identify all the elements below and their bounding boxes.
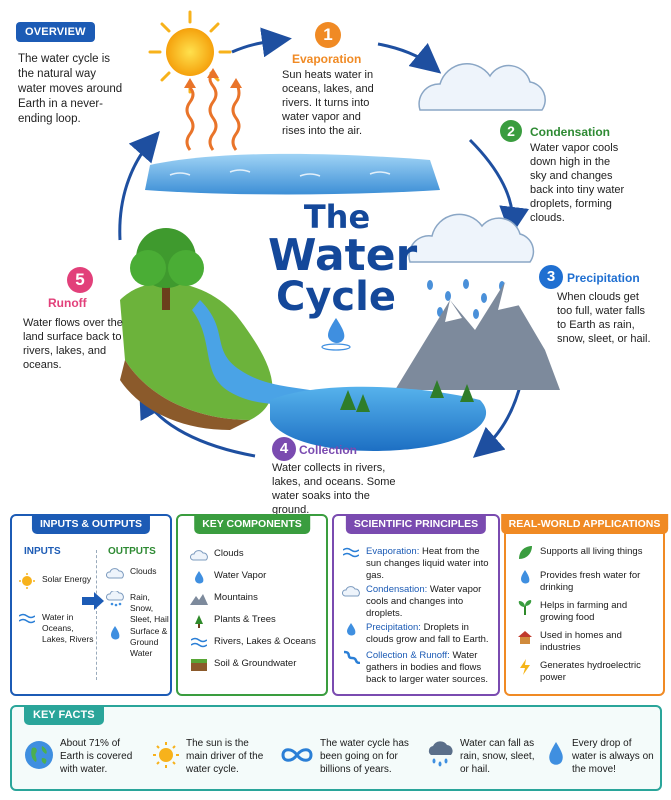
river-icon bbox=[342, 650, 360, 664]
real-world-header: REAL-WORLD APPLICATIONS bbox=[500, 514, 669, 534]
component-item: Rivers, Lakes & Oceans bbox=[190, 636, 316, 650]
key-facts-panel: KEY FACTS About 71% of Earth is covered … bbox=[10, 705, 662, 791]
outputs-label: OUTPUTS bbox=[108, 546, 156, 557]
ocean-surface bbox=[145, 153, 440, 195]
step-2-number: 2 bbox=[500, 120, 522, 142]
rain-cloud-icon bbox=[426, 740, 454, 773]
cycle-arrow-2 bbox=[377, 42, 442, 74]
water-drop-icon bbox=[516, 570, 534, 584]
real-world-panel: REAL-WORLD APPLICATIONS Supports all liv… bbox=[500, 514, 669, 696]
mountain-icon bbox=[190, 592, 208, 606]
leaf-icon bbox=[516, 546, 534, 560]
house-icon bbox=[516, 630, 534, 644]
water-drop-icon bbox=[190, 570, 208, 584]
step-5-number: 5 bbox=[67, 267, 93, 293]
step-1-text: Sun heats water in oceans, lakes, and ri… bbox=[282, 69, 374, 137]
title-line3: Cycle bbox=[276, 274, 396, 320]
cycle-arrow-6 bbox=[118, 130, 160, 241]
rain-cloud-icon bbox=[106, 591, 124, 607]
title-water-drop-icon bbox=[328, 318, 345, 343]
step-1-number: 1 bbox=[315, 22, 341, 48]
input-item-2: Water in Oceans, Lakes, Rivers bbox=[18, 612, 94, 645]
fact-item: Every drop of water is always on the mov… bbox=[546, 737, 658, 776]
infinity-icon bbox=[280, 745, 314, 769]
vapor-arrows bbox=[185, 72, 241, 151]
tree-icon bbox=[190, 614, 208, 628]
step-1-title: Evaporation bbox=[292, 52, 362, 66]
water-drop-icon bbox=[342, 622, 360, 636]
application-item: Provides fresh water for drinking bbox=[516, 570, 660, 594]
application-item: Used in homes and industries bbox=[516, 630, 660, 654]
cycle-arrow-1 bbox=[231, 27, 292, 58]
mountain-icon bbox=[395, 282, 560, 390]
sun-icon bbox=[152, 741, 180, 773]
arrow-right-icon bbox=[82, 592, 104, 615]
sun-icon bbox=[18, 573, 36, 589]
output-item-2: Rain, Snow, Sleet, Hail bbox=[106, 591, 170, 625]
title-line2: Water bbox=[268, 230, 418, 281]
scientific-principles-panel: SCIENTIFIC PRINCIPLES Evaporation: Heat … bbox=[332, 514, 500, 696]
step-4-text: Water collects in rivers, lakes, and oce… bbox=[272, 462, 396, 516]
water-waves-icon bbox=[18, 612, 36, 626]
tree-icon bbox=[130, 228, 204, 310]
application-item: Helps in farming and growing food bbox=[516, 600, 660, 624]
input-item-1: Solar Energy bbox=[18, 573, 94, 589]
sprout-icon bbox=[516, 600, 534, 615]
principle-item: Collection & Runoff: Water gathers in bo… bbox=[342, 650, 492, 686]
cycle-arrow-3 bbox=[468, 138, 530, 237]
fact-item: The sun is the main driver of the water … bbox=[152, 737, 272, 776]
overview-text: The water cycle is the natural way water… bbox=[18, 53, 123, 125]
fact-item: About 71% of Earth is covered with water… bbox=[24, 737, 142, 776]
step-3-title: Precipitation bbox=[567, 271, 640, 285]
water-drop-icon bbox=[546, 741, 566, 773]
water-waves-icon bbox=[190, 636, 208, 650]
step-4-number: 4 bbox=[272, 437, 296, 461]
component-item: Mountains bbox=[190, 592, 258, 606]
step-3-number: 3 bbox=[539, 265, 563, 289]
step-5-title: Runoff bbox=[48, 296, 87, 310]
inputs-outputs-panel: INPUTS & OUTPUTS INPUTS OUTPUTS Solar En… bbox=[10, 514, 172, 696]
application-item: Supports all living things bbox=[516, 546, 660, 560]
water-cycle-illustration bbox=[118, 10, 560, 458]
application-item: Generates hydroelectric power bbox=[516, 659, 660, 684]
scientific-principles-header: SCIENTIFIC PRINCIPLES bbox=[345, 514, 487, 534]
heat-waves-icon bbox=[342, 546, 360, 560]
principle-item: Evaporation: Heat from the sun changes l… bbox=[342, 546, 492, 582]
step-4-title: Collection bbox=[299, 443, 358, 457]
principle-item: Precipitation: Droplets in clouds grow a… bbox=[342, 622, 492, 646]
cloud-icon bbox=[342, 584, 360, 598]
soil-icon bbox=[190, 658, 208, 672]
step-2-text: Water vapor cools down high in the sky a… bbox=[530, 142, 625, 224]
component-item: Plants & Trees bbox=[190, 614, 276, 628]
output-item-3: Surface & Ground Water bbox=[106, 626, 170, 659]
cloud-icon bbox=[190, 548, 208, 562]
step-5-text: Water flows over the land surface back t… bbox=[23, 317, 123, 371]
step-2-title: Condensation bbox=[530, 125, 610, 139]
title-line1: The bbox=[303, 198, 371, 236]
cloud-icon bbox=[418, 63, 546, 111]
fact-item: The water cycle has been going on for bi… bbox=[280, 737, 418, 776]
rain-cloud-icon bbox=[408, 213, 535, 263]
overview-badge: OVERVIEW bbox=[16, 22, 95, 42]
component-item: Clouds bbox=[190, 548, 244, 562]
key-components-header: KEY COMPONENTS bbox=[194, 514, 310, 534]
cloud-icon bbox=[106, 566, 124, 580]
water-drop-icon bbox=[106, 626, 124, 640]
step-3-text: When clouds get too full, water falls to… bbox=[557, 291, 651, 345]
lightning-icon bbox=[516, 659, 534, 675]
globe-icon bbox=[24, 740, 54, 774]
component-item: Soil & Groundwater bbox=[190, 658, 296, 672]
inputs-label: INPUTS bbox=[24, 546, 61, 557]
principle-item: Condensation: Water vapor cools and chan… bbox=[342, 584, 492, 620]
lake bbox=[270, 386, 487, 451]
inputs-outputs-header: INPUTS & OUTPUTS bbox=[31, 514, 151, 534]
key-facts-header: KEY FACTS bbox=[24, 705, 104, 725]
river bbox=[192, 300, 335, 410]
key-components-panel: KEY COMPONENTS Clouds Water Vapor Mounta… bbox=[176, 514, 328, 696]
output-item-1: Clouds bbox=[106, 566, 168, 580]
fact-item: Water can fall as rain, snow, sleet, or … bbox=[426, 737, 538, 776]
component-item: Water Vapor bbox=[190, 570, 266, 584]
